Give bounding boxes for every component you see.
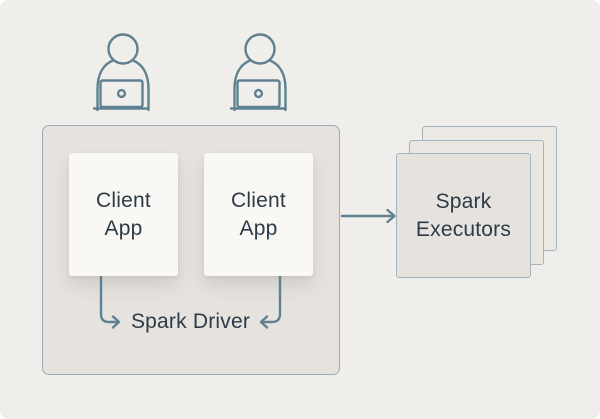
user-at-laptop-icon <box>93 33 150 112</box>
spark-driver-label: Spark Driver <box>130 310 251 333</box>
client-app-card-2: Client App <box>204 153 313 276</box>
spark-executors-stack: Spark Executors <box>396 153 531 278</box>
client-app-label: Client App <box>96 188 151 240</box>
elbow-arrow-down-right-icon <box>99 276 121 329</box>
client-app-card-1: Client App <box>69 153 178 276</box>
spark-executors-label: Spark Executors <box>415 189 512 241</box>
elbow-arrow-down-left-icon <box>259 276 282 329</box>
arrow-right-icon <box>341 208 396 224</box>
client-app-label: Client App <box>231 188 286 240</box>
user-at-laptop-icon <box>230 33 287 112</box>
